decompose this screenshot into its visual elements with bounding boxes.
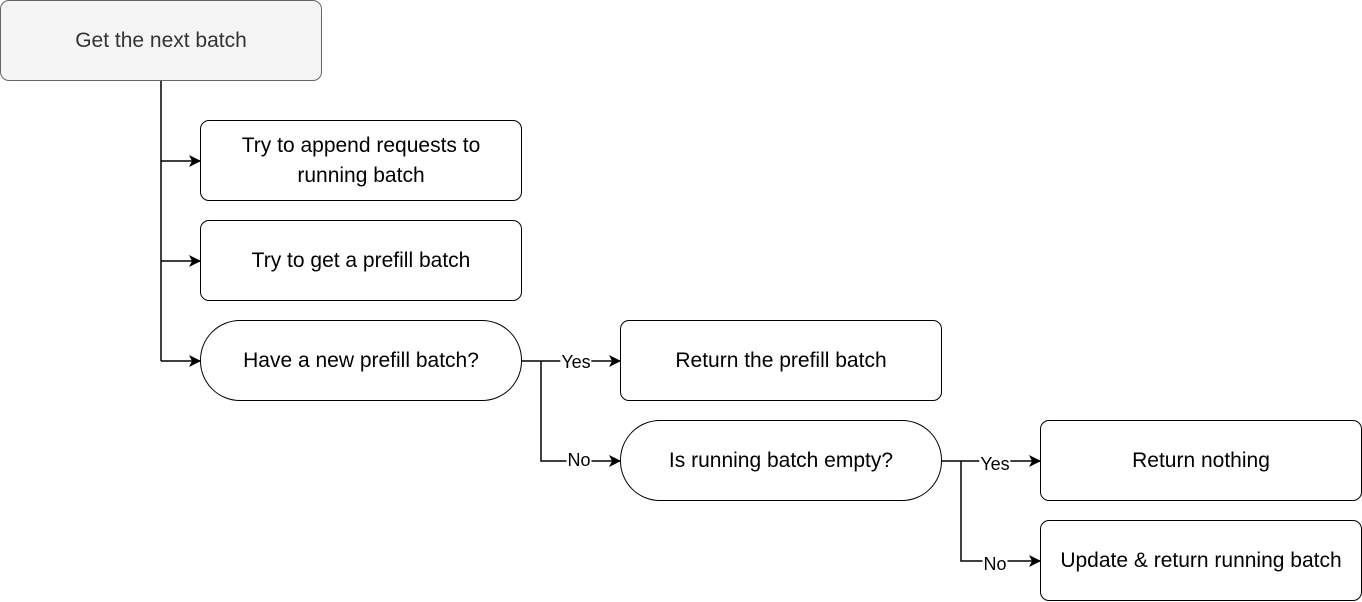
arrow-prefill-no <box>540 361 621 467</box>
edge-label-empty-no: No <box>982 554 1008 574</box>
has-new-prefill-label: Have a new prefill batch? <box>243 348 479 372</box>
has-new-prefill-decision: Have a new prefill batch? <box>200 320 522 401</box>
append-node-label: Try to append requests to running batch <box>241 133 481 187</box>
return-prefill-label: Return the prefill batch <box>675 348 887 372</box>
prefill-node-label: Try to get a prefill batch <box>251 248 471 272</box>
start-node-label: Get the next batch <box>75 28 247 52</box>
prefill-node: Try to get a prefill batch <box>200 220 522 301</box>
update-return-node: Update & return running batch <box>1040 520 1362 601</box>
edge-label-prefill-no: No <box>566 450 592 470</box>
update-return-label: Update & return running batch <box>1060 548 1342 572</box>
start-node: Get the next batch <box>0 0 322 81</box>
edge-label-prefill-yes: Yes <box>560 352 592 372</box>
append-node: Try to append requests to running batch <box>200 120 522 201</box>
return-prefill-node: Return the prefill batch <box>620 320 942 401</box>
running-empty-label: Is running batch empty? <box>668 448 894 472</box>
edge-label-empty-yes: Yes <box>979 454 1011 474</box>
return-nothing-node: Return nothing <box>1040 420 1362 501</box>
running-empty-decision: Is running batch empty? <box>620 420 942 501</box>
return-nothing-label: Return nothing <box>1132 448 1270 472</box>
arrow-empty-no <box>960 461 1041 567</box>
